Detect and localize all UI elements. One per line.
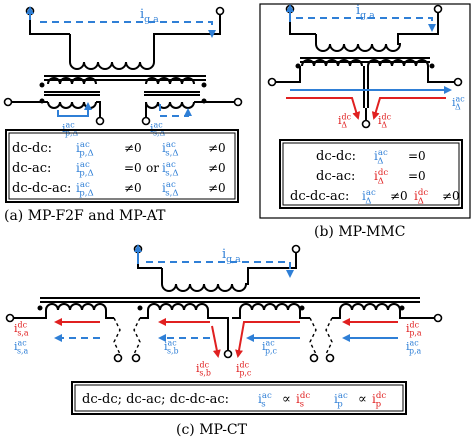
panel-b-frame — [259, 3, 471, 219]
panel-b-core — [300, 57, 430, 63]
panel-a-row3-s-rel: ≠0 — [208, 181, 226, 195]
panel-c-eq2-prop: ∝ — [358, 392, 367, 407]
panel-a-row1-label: dc-dc: — [12, 141, 52, 156]
panel-a-current-top-arrow — [40, 21, 216, 38]
panel-a-current-top-label: ig,a​ — [140, 7, 159, 25]
panel-c-condition-box — [71, 381, 407, 415]
panel-b-row2-label: dc-ac: — [316, 169, 355, 184]
panel-a-left-transformer — [39, 77, 100, 109]
panel-c-eq1-prop: ∝ — [282, 392, 291, 407]
panel-a-right-transformer — [144, 77, 207, 109]
panel-b-row1-label: dc-dc: — [316, 149, 356, 164]
panel-c-eq-label: dc-dc; dc-ac; dc-dc-ac: — [82, 392, 229, 407]
panel-c-caption: (c) MP-CT — [176, 422, 248, 438]
panel-b-row1-rel: =0 — [408, 149, 426, 163]
panel-b-lower-windings — [295, 59, 435, 69]
panel-b-row3-rel1: ≠0 — [390, 189, 408, 203]
panel-a-row1-p-rel: ≠0 — [124, 141, 142, 155]
panel-a-row2-s-rel: ≠0 — [208, 161, 226, 175]
panel-b-condition-box — [279, 139, 463, 209]
panel-a-condition-box — [5, 129, 239, 203]
panel-c-core — [40, 297, 420, 303]
panel-a-top-winding — [69, 33, 170, 70]
panel-b-row3-rel2: ≠0 — [442, 189, 460, 203]
panel-b-top-winding — [315, 33, 412, 52]
panel-b-caption: (b) MP-MMC — [314, 224, 405, 240]
panel-a-row2-p-rel: =0 — [124, 161, 142, 175]
panel-a-row3-label: dc-dc-ac: — [12, 181, 71, 196]
panel-c-top-winding — [161, 267, 272, 292]
panel-b-row2-rel: =0 — [408, 169, 426, 183]
panel-b-current-top-label: ig,a​ — [356, 3, 375, 21]
panel-b-current-top-arrow — [296, 17, 436, 32]
panel-c-current-top-label: ig,a​ — [222, 247, 241, 265]
panel-a-row2-label: dc-ac: — [12, 161, 51, 176]
panel-c-current-top-arrow — [146, 261, 294, 278]
panel-c-lower-windings — [37, 303, 405, 311]
panel-a-row1-s-rel: ≠0 — [208, 141, 226, 155]
panel-a-caption: (a) MP-F2F and MP-AT — [4, 208, 166, 224]
panel-a-row2-or: or — [146, 161, 159, 175]
panel-a-row3-p-rel: ≠0 — [124, 181, 142, 195]
panel-b-row3-label: dc-dc-ac: — [290, 189, 349, 204]
